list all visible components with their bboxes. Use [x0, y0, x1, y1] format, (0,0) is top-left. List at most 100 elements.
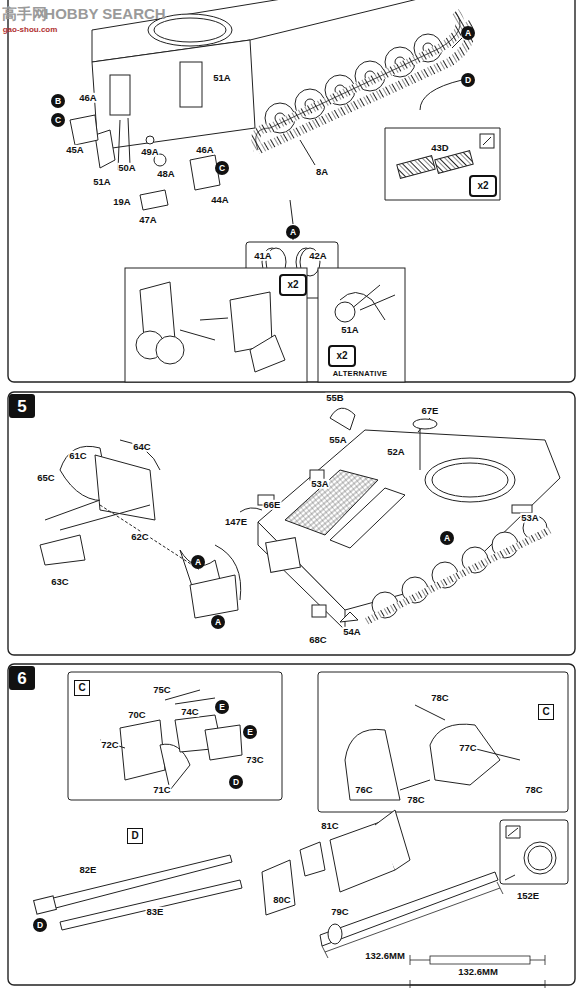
part-number: 51A	[212, 73, 231, 83]
node-text: D	[233, 778, 239, 787]
exploded-gear	[40, 408, 532, 622]
part-number: 43D	[430, 143, 449, 153]
part-number: 72C	[100, 740, 119, 750]
part-number: 75C	[152, 685, 171, 695]
part-number: 66E	[263, 500, 282, 510]
watermark: 高手网	[1, 6, 48, 23]
part-number: 78C	[524, 785, 543, 795]
part-number: 55A	[328, 435, 347, 445]
part-number: 46A	[195, 145, 214, 155]
inset-letter: C	[538, 704, 554, 720]
reference-letter: D	[33, 918, 47, 932]
track-link-inset	[385, 128, 500, 200]
part-number: 52A	[386, 447, 405, 457]
part-number: 49A	[140, 147, 159, 157]
reference-letter: E	[215, 700, 229, 714]
part-number: 47A	[138, 215, 157, 225]
node-text: A	[215, 618, 221, 627]
node-text: E	[219, 703, 225, 712]
part-number: 51A	[92, 177, 111, 187]
quantity-box: x2	[279, 274, 307, 296]
part-number: 132.6MM	[457, 967, 499, 977]
quantity-box: x2	[328, 345, 356, 367]
node-text: A	[290, 228, 296, 237]
part-number: 68C	[308, 635, 327, 645]
part-number: 62C	[130, 532, 149, 542]
part-number: 78C	[430, 693, 449, 703]
part-number: 79C	[330, 907, 349, 917]
part-number: 76C	[354, 785, 373, 795]
detail-insets	[125, 268, 405, 382]
reference-letter: B	[51, 94, 65, 108]
node-text: A	[444, 534, 450, 543]
part-number: 19A	[112, 197, 131, 207]
part-number: 53A	[310, 479, 329, 489]
part-number: 48A	[156, 169, 175, 179]
node-text: x2	[336, 351, 347, 361]
part-number: 74C	[180, 707, 199, 717]
reference-letter: C	[51, 113, 65, 127]
node-text: A	[195, 558, 201, 567]
reference-letter: A	[440, 531, 454, 545]
node-text: x2	[287, 280, 298, 290]
part-number: 77C	[458, 743, 477, 753]
reference-letter: A	[211, 615, 225, 629]
reference-letter: C	[215, 161, 229, 175]
part-number: 64C	[132, 442, 151, 452]
part-number: 8A	[315, 167, 329, 177]
part-number: 51A	[340, 325, 359, 335]
node-text: D	[37, 921, 43, 930]
part-number: 61C	[68, 451, 87, 461]
part-number: 42A	[308, 251, 327, 261]
part-number: 132.6MM	[364, 951, 406, 961]
part-number: 67E	[421, 406, 440, 416]
reference-letter: E	[243, 725, 257, 739]
reference-letter: A	[286, 225, 300, 239]
part-number: ALTERNATIVE	[332, 370, 389, 378]
part-number: 65C	[36, 473, 55, 483]
node-text: E	[247, 728, 253, 737]
step-number: 6	[9, 666, 35, 690]
hull-top	[258, 418, 560, 630]
part-number: 44A	[210, 195, 229, 205]
node-text: C	[78, 683, 85, 693]
node-text: A	[465, 29, 471, 38]
quantity-box: x2	[469, 175, 497, 197]
reference-letter: A	[461, 26, 475, 40]
node-text: D	[465, 76, 471, 85]
reference-letter: D	[461, 73, 475, 87]
step-number: 5	[9, 394, 35, 418]
inset-letter: C	[74, 680, 90, 696]
hull-rear	[70, 0, 430, 210]
inset-letter: D	[127, 828, 143, 844]
part-number: 78C	[406, 795, 425, 805]
node-text: B	[55, 97, 61, 106]
part-number: 81C	[320, 821, 339, 831]
part-number: 46A	[78, 93, 97, 103]
part-number: 63C	[50, 577, 69, 587]
reference-letter: D	[229, 775, 243, 789]
part-number: 82E	[79, 865, 98, 875]
part-number: 83E	[146, 907, 165, 917]
part-number: 73C	[245, 755, 264, 765]
part-number: 45A	[65, 145, 84, 155]
part-number: 55B	[325, 393, 344, 403]
node-text: 5	[17, 398, 26, 415]
watermark: gao-shou.com	[2, 26, 59, 35]
node-text: C	[219, 164, 225, 173]
node-text: D	[131, 831, 138, 841]
node-text: C	[542, 707, 549, 717]
part-number: 80C	[272, 895, 291, 905]
part-number: 71C	[152, 785, 171, 795]
node-text: x2	[477, 181, 488, 191]
node-text: 6	[17, 670, 26, 687]
part-number: 70C	[127, 710, 146, 720]
part-number: 54A	[342, 627, 361, 637]
gun-barrel	[34, 810, 568, 946]
watermark: HOBBY SEARCH	[43, 6, 166, 23]
dimension-lines	[322, 882, 545, 988]
part-number: 50A	[117, 163, 136, 173]
part-number: 53A	[520, 513, 539, 523]
